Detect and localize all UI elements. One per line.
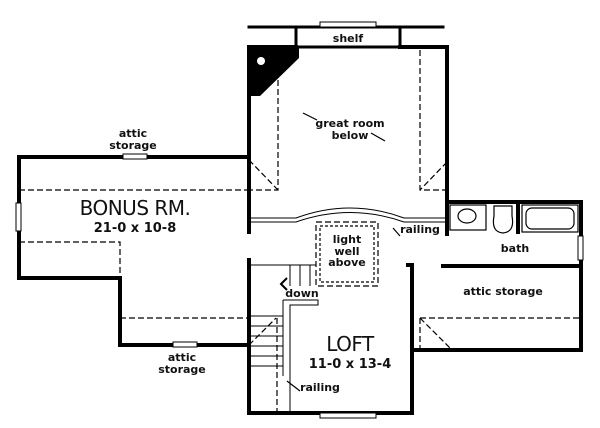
down-label: down [285, 287, 319, 300]
railing-label-loft: railing [300, 381, 340, 394]
bonus-room-dims: 21-0 x 10-8 [93, 221, 177, 236]
bonus-room-name: BONUS RM. [79, 196, 191, 220]
loft-dims: 11-0 x 13-4 [308, 357, 392, 372]
attic-storage-right-label: attic storage [463, 285, 543, 298]
wall-bath-attic [410, 200, 583, 352]
wall-bonus-room [17, 155, 251, 347]
wall-loft [247, 258, 414, 415]
attic-storage-bottom-label: attic storage [158, 351, 206, 376]
wall-great-room-right [398, 45, 449, 236]
attic-storage-top-label: attic storage [109, 127, 157, 152]
bath-label: bath [500, 242, 530, 255]
great-room-label: great room below [315, 117, 385, 142]
loft-name: LOFT [326, 332, 374, 356]
light-well-label: light well above [328, 233, 366, 270]
railing-label-right: railing [400, 223, 440, 236]
shelf-label: shelf [332, 32, 364, 45]
down-arrow-icon [279, 277, 288, 291]
